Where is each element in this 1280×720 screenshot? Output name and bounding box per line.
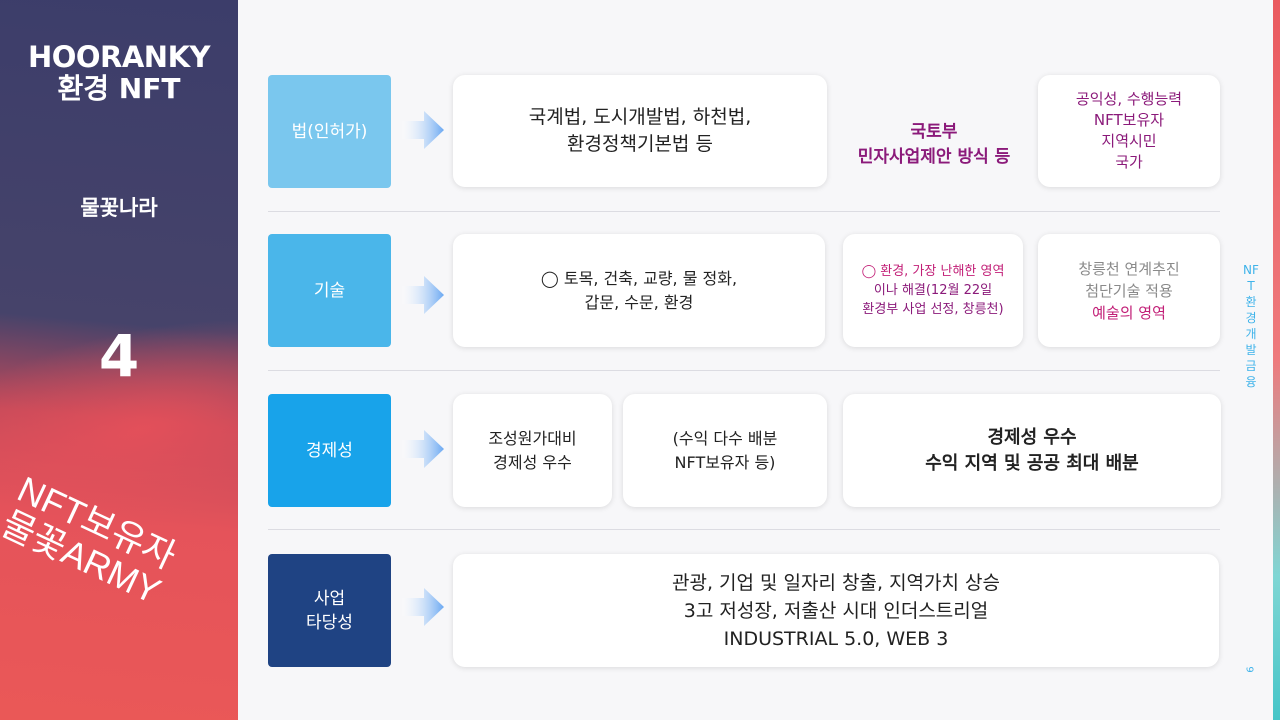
card-line: INDUSTRIAL 5.0, WEB 3: [723, 627, 949, 650]
tech-fields-card: ◯ 토목, 건축, 교량, 물 정화, 갑문, 수문, 환경: [453, 234, 825, 347]
card-line: 관광, 기업 및 일자리 창출, 지역가치 상승: [672, 571, 1000, 594]
card-line: 조성원가대비: [488, 428, 577, 448]
section-subtitle: 물꽃나라: [80, 196, 158, 220]
law-regulations-card: 국계법, 도시개발법, 하천법, 환경정책기본법 등: [453, 75, 827, 187]
card-line: 환경정책기본법 등: [567, 133, 713, 155]
card-line: 지역시민: [1101, 132, 1157, 150]
label-line: 사업: [313, 588, 346, 609]
edge-accent-bar: [1273, 0, 1280, 720]
slogan: NFT보유자 물꽃ARMY: [0, 468, 182, 612]
brand-subtitle: 환경 NFT: [57, 72, 181, 105]
tech-environment-card: ◯ 환경, 가장 난해한 영역 이나 해결(12월 22일 환경부 사업 선정,…: [843, 234, 1023, 347]
card-line: NFT보유자: [1093, 111, 1165, 129]
card-line: 예술의 영역: [1092, 303, 1166, 322]
row-divider: [268, 370, 1220, 371]
card-line: 갑문, 수문, 환경: [584, 292, 694, 312]
card-line: 환경부 사업 선정, 창릉천): [862, 302, 1004, 317]
law-eligibility-card: 공익성, 수행능력 NFT보유자 지역시민 국가: [1038, 75, 1220, 187]
card-line: 첨단기술 적용: [1085, 281, 1173, 300]
card-line: NFT보유자 등): [674, 452, 776, 472]
card-line: 이나 해결(12월 22일: [873, 283, 993, 298]
right-arrow-icon: [402, 276, 444, 314]
card-line: 공익성, 수행능력: [1075, 90, 1183, 108]
econ-cost-card: 조성원가대비 경제성 우수: [453, 394, 612, 507]
right-arrow-icon: [402, 588, 444, 626]
law-method-text: 국토부 민자사업제안 방식 등: [834, 100, 1034, 190]
brand-title: HOORANKY: [27, 40, 211, 74]
feasibility-card: 관광, 기업 및 일자리 창출, 지역가치 상승 3고 저성장, 저출산 시대 …: [453, 554, 1219, 667]
econ-summary-card: 경제성 우수 수익 지역 및 공공 최대 배분: [843, 394, 1221, 507]
card-line: 경제성 우수: [493, 452, 572, 472]
card-line: ◯ 토목, 건축, 교량, 물 정화,: [540, 268, 738, 288]
sidebar: HOORANKY 환경 NFT 물꽃나라 4 NFT보유자 물꽃ARMY: [0, 0, 238, 720]
row-divider: [268, 211, 1220, 212]
card-line: 국가: [1115, 153, 1143, 171]
tech-art-card: 창릉천 연계추진 첨단기술 적용 예술의 영역: [1038, 234, 1220, 347]
row-label-economics: 경제성: [268, 394, 391, 507]
card-line: ◯ 환경, 가장 난해한 영역: [861, 264, 1005, 279]
row-divider: [268, 529, 1220, 530]
card-line: 경제성 우수: [987, 426, 1077, 448]
row-label-feasibility: 사업 타당성: [268, 554, 391, 667]
card-line: 수익 지역 및 공공 최대 배분: [925, 452, 1139, 474]
corner-page-number: 9: [1243, 666, 1255, 673]
slide-number: 4: [98, 322, 140, 390]
card-line: (수익 다수 배분: [672, 428, 778, 448]
econ-distribution-card: (수익 다수 배분 NFT보유자 등): [623, 394, 827, 507]
right-arrow-icon: [402, 111, 444, 149]
card-line: 3고 저성장, 저출산 시대 인더스트리얼: [683, 599, 989, 622]
card-line: 창릉천 연계추진: [1078, 259, 1180, 278]
label-line: 타당성: [306, 612, 353, 633]
card-line: 국계법, 도시개발법, 하천법,: [528, 106, 752, 128]
right-arrow-icon: [402, 430, 444, 468]
row-label-tech: 기술: [268, 234, 391, 347]
row-label-law: 법(인허가): [268, 75, 391, 188]
text-line: 국토부: [910, 122, 958, 142]
text-line: 민자사업제안 방식 등: [857, 147, 1011, 167]
vertical-side-label: NFT환경개발금융: [1243, 263, 1259, 389]
